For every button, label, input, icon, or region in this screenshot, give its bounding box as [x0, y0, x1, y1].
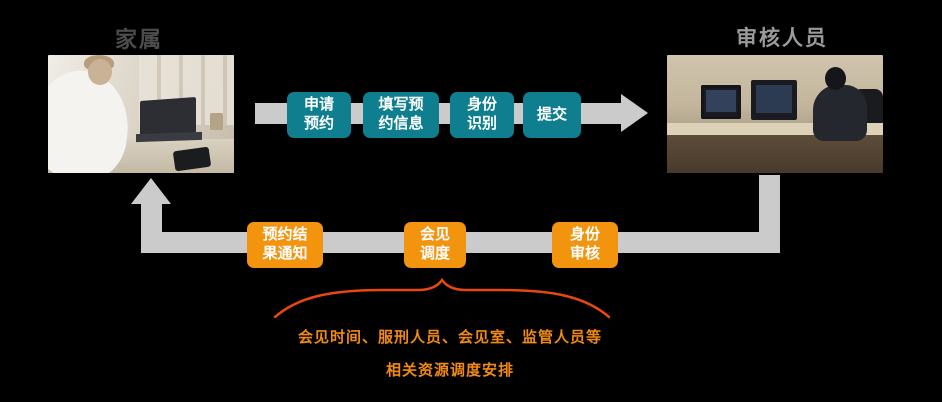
family-photo [48, 55, 234, 173]
annotation-line-1: 会见时间、服刑人员、会见室、监管人员等 [297, 329, 602, 346]
reviewer-photo [667, 55, 883, 173]
monitor-icon [701, 85, 741, 119]
monitor-screen [706, 90, 736, 112]
laptop-icon [140, 97, 196, 137]
left-actor-label: 家属 [115, 27, 164, 52]
return-arrow-right-segment [759, 175, 780, 247]
step-identity-recognition: 身份 识别 [450, 92, 514, 138]
top-flow-arrowhead-icon [621, 94, 648, 132]
photo-person-figure [48, 66, 134, 173]
photo-person-figure [813, 85, 867, 141]
photo-desk-front [667, 135, 883, 173]
step-submit: 提交 [523, 92, 581, 138]
return-arrow-left-segment [141, 202, 162, 244]
pencil-cup [210, 113, 223, 130]
return-arrowhead-icon [131, 178, 171, 204]
scheduling-annotation: 会见时间、服刑人员、会见室、监管人员等 相关资源调度安排 [252, 326, 648, 380]
step-apply-appointment: 申请 预约 [287, 92, 351, 138]
curly-brace-path [273, 277, 611, 319]
annotation-line-2: 相关资源调度安排 [385, 362, 514, 379]
curly-brace-icon [273, 277, 611, 319]
monitor-screen [756, 85, 792, 113]
step-identity-review: 身份 审核 [552, 222, 618, 268]
photo-person-head [88, 59, 112, 85]
step-result-notification: 预约结 果通知 [247, 222, 323, 268]
monitor-icon [751, 80, 797, 120]
step-fill-appointment-info: 填写预 约信息 [363, 92, 439, 138]
photo-person-head [825, 67, 846, 90]
right-actor-label: 审核人员 [736, 27, 828, 50]
step-meeting-scheduling: 会见 调度 [404, 222, 466, 268]
